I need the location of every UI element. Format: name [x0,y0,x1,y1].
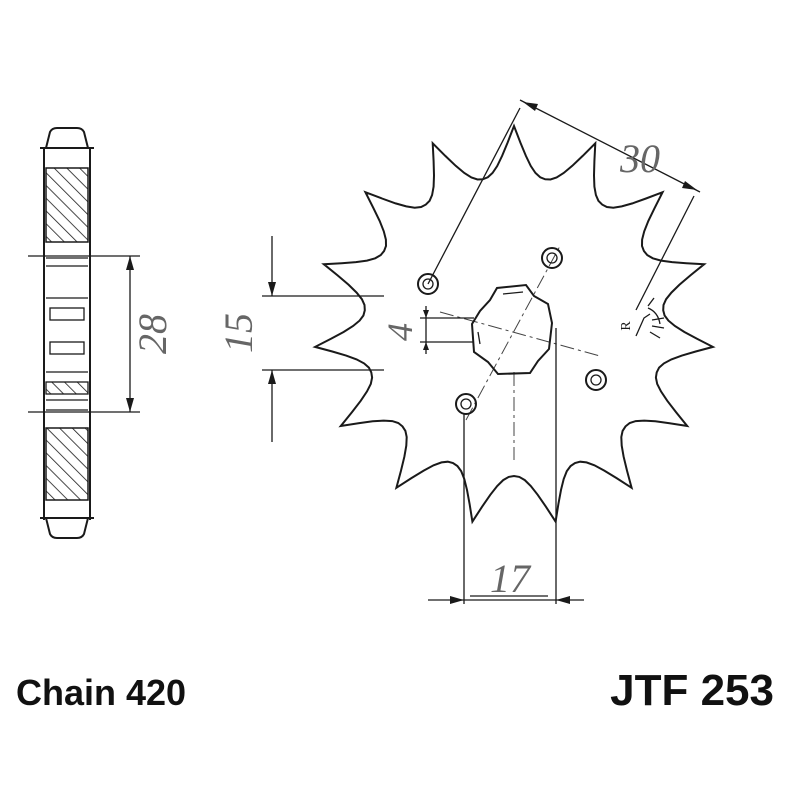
bolt-hole-3 [585,369,607,391]
splined-center-bore [470,283,554,376]
side-view-hub-slot-2 [49,341,85,355]
side-view-hub-slot-1 [49,307,85,321]
bolt-hole-4 [455,393,477,415]
bolt-hole-2 [541,247,563,269]
dimension-15-label: 15 [216,313,261,353]
surface-finish-label: R [619,321,634,331]
side-view-hatch-upper [45,167,89,243]
side-view-bottom-tip [45,517,89,539]
dimension-30-label: 30 [619,136,660,181]
bolt-hole-1 [417,273,439,295]
side-view-top-tip [45,127,89,149]
sprocket-tooth-outline [312,123,716,525]
part-number-label: JTF 253 [610,666,774,715]
sprocket-front-view [262,99,716,604]
dimension-28-label: 28 [130,314,175,354]
side-view-hatch-lower [45,427,89,501]
side-view [28,127,140,539]
chain-size-label: Chain 420 [16,672,187,713]
dimension-17-label: 17 [490,556,532,601]
surface-finish-symbol [635,297,665,339]
dimension-4-label: 4 [380,323,420,341]
